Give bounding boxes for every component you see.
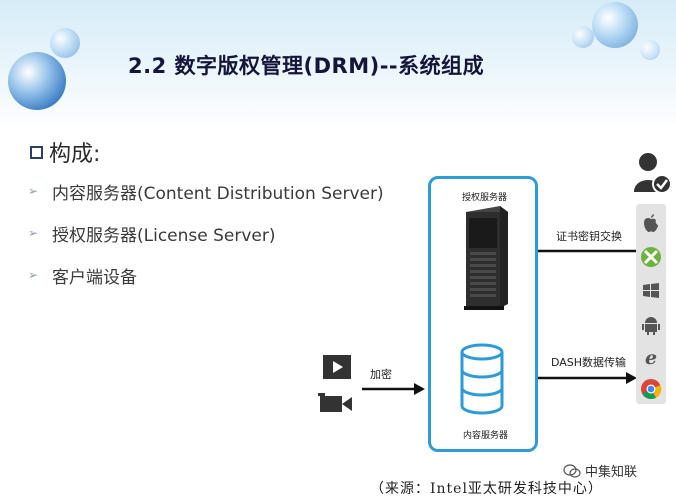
source-caption: （来源：Intel亚太研发科技中心） [370, 481, 603, 497]
xbox-icon [641, 247, 661, 267]
windows-icon [643, 283, 659, 298]
bullet-text: 内容服务器(Content Distribution Server) [52, 183, 384, 204]
section-heading-text: 构成: [49, 142, 101, 167]
key-exchange-line [538, 249, 638, 253]
list-item: ➢ 内容服务器(Content Distribution Server) [28, 180, 384, 204]
svg-text:e: e [645, 347, 657, 368]
arrow-bullet-icon: ➢ [28, 226, 39, 240]
apple-icon [644, 214, 658, 232]
video-camera-icon [318, 393, 352, 412]
decorative-bubble [50, 28, 80, 58]
content-server-label: 内容服务器 [463, 431, 509, 441]
video-play-icon [323, 355, 351, 379]
decorative-bubble [592, 2, 638, 48]
android-icon [642, 317, 660, 335]
decorative-bubble [8, 52, 66, 110]
encrypt-label: 加密 [370, 368, 392, 381]
list-item: ➢ 客户端设备 [28, 264, 384, 288]
tower-server-icon [464, 206, 508, 310]
database-icon [460, 343, 504, 415]
wechat-icon [563, 463, 581, 478]
list-item: ➢ 授权服务器(License Server) [28, 222, 384, 246]
dash-label: DASH数据传输 [551, 356, 627, 369]
slide-title: 2.2 数字版权管理(DRM)--系统组成 [128, 54, 485, 78]
dash-transfer-arrow [538, 372, 637, 384]
decorative-bubble [640, 40, 660, 60]
header-band: 2.2 数字版权管理(DRM)--系统组成 [0, 0, 676, 130]
ie-icon: e [645, 347, 657, 368]
watermark: 中集知联 [560, 460, 641, 481]
watermark-text: 中集知联 [585, 465, 638, 480]
bullet-list: ➢ 内容服务器(Content Distribution Server) ➢ 授… [28, 180, 384, 306]
key-exchange-label: 证书密钥交换 [556, 230, 622, 243]
license-server-label: 授权服务器 [462, 193, 508, 203]
section-heading: 构成: [30, 136, 100, 168]
bullet-text: 客户端设备 [52, 267, 137, 288]
arrow-bullet-icon: ➢ [28, 184, 39, 198]
arrow-bullet-icon: ➢ [28, 268, 39, 282]
chrome-icon [641, 379, 662, 400]
encrypt-arrow [362, 383, 425, 395]
decorative-bubble [572, 26, 594, 48]
client-devices-panel [636, 204, 666, 404]
square-bullet-icon [30, 145, 43, 159]
bullet-text: 授权服务器(License Server) [52, 225, 276, 246]
user-check-icon [634, 153, 672, 194]
